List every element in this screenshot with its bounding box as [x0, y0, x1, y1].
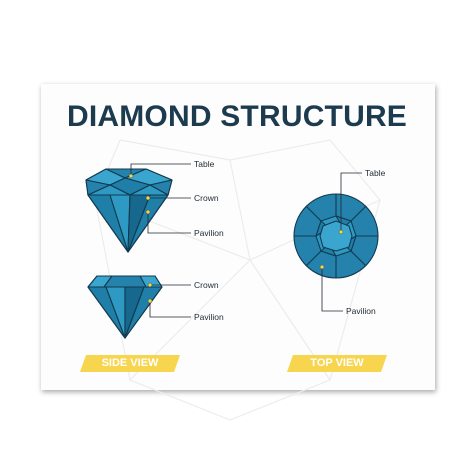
leader-lines — [130, 163, 362, 318]
label-pavilion-top: Pavilion — [346, 306, 376, 316]
top-view-banner: TOP VIEW — [287, 355, 387, 372]
page-title: DIAMOND STRUCTURE — [66, 100, 408, 133]
label-pavilion-side-lower: Pavilion — [194, 312, 224, 322]
label-crown-side-lower: Crown — [194, 280, 219, 290]
marker-dots — [128, 173, 344, 304]
label-table-top: Table — [365, 168, 386, 178]
side-view-diamond-lower — [87, 275, 163, 339]
label-table-side: Table — [194, 159, 215, 169]
label-crown-side-upper: Crown — [194, 193, 219, 203]
top-view-diamond — [293, 193, 379, 279]
side-view-diamond-upper — [85, 168, 173, 253]
label-pavilion-side-upper: Pavilion — [194, 228, 224, 238]
side-view-banner: SIDE VIEW — [80, 355, 180, 372]
